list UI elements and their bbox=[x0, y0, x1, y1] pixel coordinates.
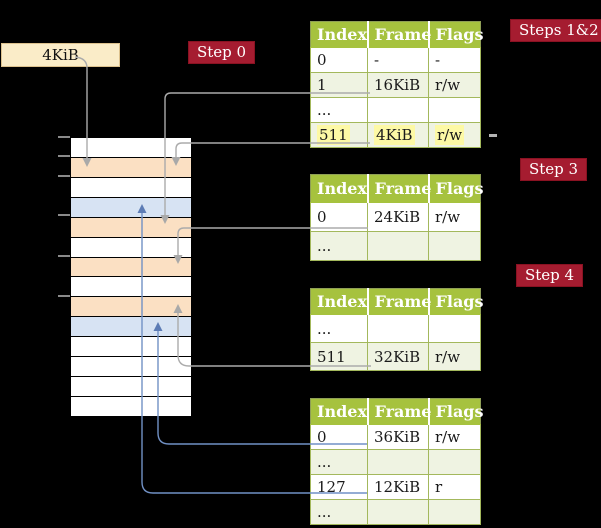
frame-cell: 36KiB bbox=[367, 424, 429, 450]
table-row: 127 12KiB r bbox=[310, 474, 481, 500]
column-header-index: Index bbox=[310, 21, 369, 48]
index-cell: 0 bbox=[310, 424, 368, 450]
column-header-flags: Flags bbox=[428, 288, 484, 315]
flags-cell: r/w bbox=[428, 342, 481, 371]
page-table-steps-1-2: Index Frame Flags 0 - - 1 16KiB r/w ... … bbox=[310, 21, 484, 148]
frame-cell: 12KiB bbox=[367, 474, 429, 500]
column-header-frame: Frame bbox=[367, 174, 431, 203]
memory-tick bbox=[58, 175, 70, 177]
flags-cell bbox=[428, 314, 481, 343]
table-row: ... bbox=[310, 231, 481, 261]
memory-frame-48kib bbox=[71, 377, 191, 397]
index-cell: ... bbox=[310, 97, 368, 123]
flags-cell bbox=[428, 97, 481, 123]
table-header-row: Index Frame Flags bbox=[310, 174, 484, 203]
step-0-label: Step 0 bbox=[188, 41, 256, 64]
frame-cell bbox=[367, 97, 429, 123]
frame-cell bbox=[367, 499, 429, 525]
column-header-frame: Frame bbox=[367, 21, 431, 48]
table-row: 1 16KiB r/w bbox=[310, 72, 481, 98]
memory-tick bbox=[58, 214, 70, 216]
flags-cell bbox=[428, 449, 481, 475]
flags-cell: r bbox=[428, 474, 481, 500]
highlighted-value: r/w bbox=[435, 125, 465, 145]
column-header-index: Index bbox=[310, 174, 369, 203]
memory-frame-32kib bbox=[71, 297, 191, 318]
flags-cell: r/w bbox=[428, 72, 481, 98]
memory-tick bbox=[58, 136, 70, 138]
column-header-index: Index bbox=[310, 288, 369, 315]
memory-frame-44kib bbox=[71, 357, 191, 378]
column-header-flags: Flags bbox=[428, 174, 484, 203]
column-header-index: Index bbox=[310, 398, 369, 425]
frame-cell: 32KiB bbox=[367, 342, 429, 371]
memory-tick bbox=[58, 295, 70, 297]
physical-memory-column bbox=[70, 137, 192, 417]
index-cell: ... bbox=[310, 449, 368, 475]
table-row: 511 32KiB r/w bbox=[310, 342, 481, 371]
table-header-row: Index Frame Flags bbox=[310, 398, 484, 425]
index-cell: 0 bbox=[310, 202, 368, 232]
index-cell: 511 bbox=[310, 342, 368, 371]
memory-frame-0kib bbox=[71, 138, 191, 158]
table-row: ... bbox=[310, 499, 481, 525]
index-cell: ... bbox=[310, 231, 368, 261]
memory-frame-4kib bbox=[71, 157, 191, 178]
column-header-flags: Flags bbox=[428, 21, 484, 48]
index-cell: ... bbox=[310, 499, 368, 525]
index-cell: 127 bbox=[310, 474, 368, 500]
index-cell: 511 bbox=[310, 122, 368, 148]
highlighted-value: 511 bbox=[317, 125, 350, 145]
column-header-frame: Frame bbox=[367, 288, 431, 315]
table-row: 0 24KiB r/w bbox=[310, 202, 481, 232]
page-size-label: 4KiB bbox=[42, 46, 79, 64]
steps-1-2-label: Steps 1&2 bbox=[510, 19, 601, 42]
flags-cell bbox=[428, 499, 481, 525]
frame-cell: 24KiB bbox=[367, 202, 429, 232]
flags-cell bbox=[428, 231, 481, 261]
frame-cell bbox=[367, 314, 429, 343]
flags-cell: r/w bbox=[428, 122, 481, 148]
table-row: ... bbox=[310, 449, 481, 475]
memory-frame-52kib bbox=[71, 396, 191, 416]
memory-frame-16kib bbox=[71, 217, 191, 238]
index-cell: ... bbox=[310, 314, 368, 343]
step-3-label: Step 3 bbox=[520, 158, 588, 181]
pointer-stub bbox=[489, 134, 497, 137]
column-header-frame: Frame bbox=[367, 398, 431, 425]
column-header-flags: Flags bbox=[428, 398, 484, 425]
page-table-step-4-upper: Index Frame Flags ... 511 32KiB r/w bbox=[310, 288, 484, 371]
table-row: ... bbox=[310, 314, 481, 343]
table-row: 0 - - bbox=[310, 47, 481, 73]
step-4-label: Step 4 bbox=[516, 264, 584, 287]
index-cell: 1 bbox=[310, 72, 368, 98]
memory-frame-40kib bbox=[71, 337, 191, 358]
memory-tick bbox=[58, 155, 70, 157]
page-size-box: 4KiB bbox=[1, 43, 120, 67]
memory-tick bbox=[58, 255, 70, 257]
memory-frame-20kib bbox=[71, 237, 191, 258]
table-header-row: Index Frame Flags bbox=[310, 288, 484, 315]
index-cell: 0 bbox=[310, 47, 368, 73]
flags-cell: r/w bbox=[428, 202, 481, 232]
memory-frame-28kib bbox=[71, 277, 191, 298]
flags-cell: - bbox=[428, 47, 481, 73]
frame-cell bbox=[367, 449, 429, 475]
table-row-highlighted: 511 4KiB r/w bbox=[310, 122, 481, 148]
page-table-step-3: Index Frame Flags 0 24KiB r/w ... bbox=[310, 174, 484, 261]
page-table-step-4-lower: Index Frame Flags 0 36KiB r/w ... 127 12… bbox=[310, 398, 484, 525]
table-row: 0 36KiB r/w bbox=[310, 424, 481, 450]
memory-frame-8kib bbox=[71, 177, 191, 198]
highlighted-value: 4KiB bbox=[374, 125, 415, 145]
memory-frame-24kib bbox=[71, 257, 191, 278]
flags-cell: r/w bbox=[428, 424, 481, 450]
table-header-row: Index Frame Flags bbox=[310, 21, 484, 48]
frame-cell bbox=[367, 231, 429, 261]
memory-frame-12kib bbox=[71, 197, 191, 218]
memory-frame-36kib bbox=[71, 317, 191, 338]
frame-cell: 4KiB bbox=[367, 122, 429, 148]
frame-cell: - bbox=[367, 47, 429, 73]
table-row: ... bbox=[310, 97, 481, 123]
frame-cell: 16KiB bbox=[367, 72, 429, 98]
